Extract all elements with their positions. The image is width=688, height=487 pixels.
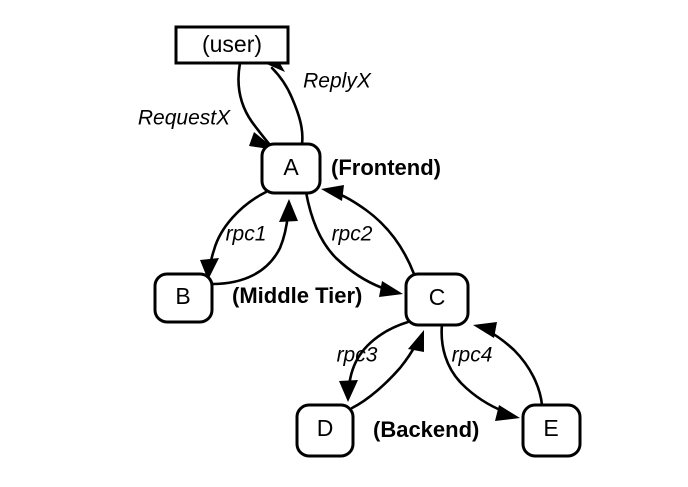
edge-c-to-a-path: [334, 191, 416, 276]
edge-c-to-e-arrowhead: [495, 405, 520, 421]
edge-b-to-a-arrowhead: [279, 199, 298, 222]
edge-user-to-a-path: [237, 61, 272, 147]
edge-label-requestx: RequestX: [138, 107, 231, 130]
edge-b-to-a-path: [210, 212, 290, 286]
edge-a-to-user: [262, 58, 304, 146]
node-c-shape[interactable]: [404, 272, 470, 327]
node-a[interactable]: A: [260, 142, 322, 195]
node-d-shape[interactable]: [295, 403, 355, 458]
edge-label-rpc3: rpc3: [337, 344, 378, 367]
node-user-label: (user): [202, 31, 262, 57]
node-a-label: A: [283, 154, 299, 180]
node-e[interactable]: E: [521, 403, 582, 458]
node-c-label: C: [429, 284, 446, 310]
node-d-label: D: [317, 415, 334, 441]
edge-c-to-e: [440, 322, 520, 421]
edge-a-to-c-arrowhead: [379, 281, 403, 297]
edge-d-to-c-arrowhead: [408, 330, 424, 352]
edge-a-to-c-path: [304, 190, 390, 292]
edge-label-rpc1: rpc1: [226, 223, 267, 246]
node-e-label: E: [543, 415, 558, 441]
node-user[interactable]: (user): [174, 25, 290, 65]
node-e-shape[interactable]: [521, 403, 582, 458]
tier-label-frontend: (Frontend): [331, 155, 441, 180]
edge-a-to-b-arrowhead: [200, 258, 219, 280]
edge-user-to-a: [237, 61, 276, 150]
node-user-shape[interactable]: [174, 25, 290, 65]
edge-e-to-c: [473, 322, 544, 407]
node-c[interactable]: C: [404, 272, 470, 327]
edge-c-to-a: [321, 185, 416, 276]
edge-e-to-c-arrowhead: [473, 322, 497, 338]
edge-label-rpc2: rpc2: [332, 223, 373, 246]
tier-label-backend: (Backend): [373, 417, 479, 442]
node-d[interactable]: D: [295, 403, 355, 458]
edge-a-to-c: [304, 190, 403, 297]
node-b-shape[interactable]: [153, 272, 214, 324]
node-b[interactable]: B: [153, 272, 214, 324]
edge-b-to-a: [210, 199, 298, 286]
edge-label-replyx: ReplyX: [303, 70, 372, 93]
edge-a-to-b: [200, 190, 268, 280]
node-b-label: B: [175, 283, 190, 309]
tier-label-middle-tier: (Middle Tier): [232, 283, 362, 308]
edge-c-to-d-arrowhead: [339, 380, 358, 402]
edge-label-rpc4: rpc4: [452, 344, 493, 367]
node-a-shape[interactable]: [260, 142, 322, 195]
edge-d-to-c: [350, 330, 424, 410]
edge-c-to-e-path: [440, 322, 507, 414]
edge-c-to-a-arrowhead: [321, 185, 344, 201]
edge-c-to-d: [339, 320, 410, 402]
edge-a-to-user-path: [270, 66, 304, 146]
edge-e-to-c-path: [486, 329, 544, 407]
